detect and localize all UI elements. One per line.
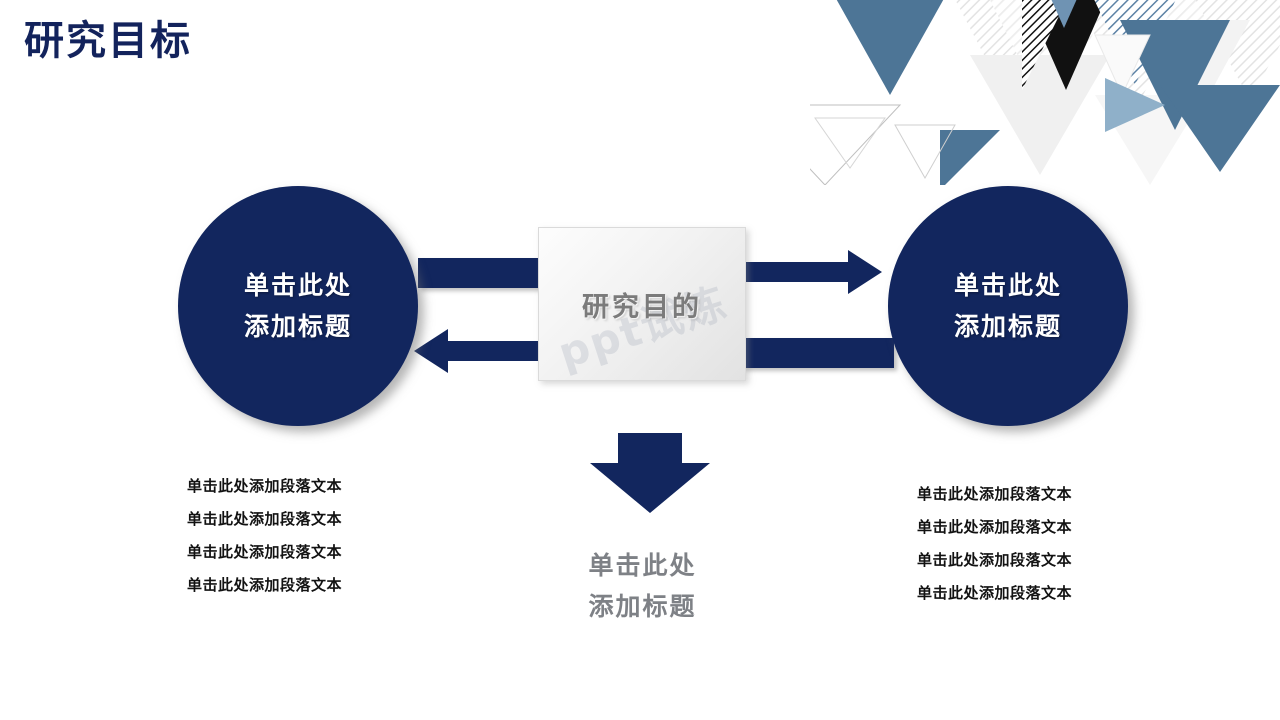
paragraph-line: 单击此处添加段落文本 [187,510,343,528]
paragraph-line: 单击此处添加段落文本 [187,477,343,495]
paragraph-block-right: 单击此处添加段落文本 单击此处添加段落文本 单击此处添加段落文本 单击此处添加段… [917,478,1072,610]
paragraph-line: 单击此处添加段落文本 [917,584,1073,602]
node-circle-right[interactable]: 单击此处 添加标题 [888,186,1128,426]
arrow-down-center [585,433,715,513]
bottom-caption-line-1: 单击此处 [588,551,697,580]
bottom-caption[interactable]: 单击此处 添加标题 [520,545,765,628]
page-title: 研究目标 [24,18,192,64]
bar-right-bottom [742,338,894,368]
arrow-right-top [742,248,882,296]
bar-left-top [418,258,540,288]
paragraph-line: 单击此处添加段落文本 [187,576,343,594]
arrow-left-bottom [414,327,542,375]
center-box[interactable]: ppt试炼 研究目的 [538,227,746,381]
geometric-decoration [810,0,1280,185]
paragraph-line: 单击此处添加段落文本 [917,551,1073,569]
node-right-line-2: 添加标题 [953,312,1062,341]
paragraph-block-left: 单击此处添加段落文本 单击此处添加段落文本 单击此处添加段落文本 单击此处添加段… [187,470,342,602]
paragraph-line: 单击此处添加段落文本 [187,543,343,561]
paragraph-line: 单击此处添加段落文本 [917,485,1073,503]
paragraph-line: 单击此处添加段落文本 [917,518,1073,536]
node-left-line-2: 添加标题 [243,312,352,341]
node-right-line-1: 单击此处 [953,270,1062,300]
node-left-line-1: 单击此处 [243,270,352,300]
center-box-label: 研究目的 [582,291,702,323]
bottom-caption-line-2: 添加标题 [588,592,697,622]
node-circle-left[interactable]: 单击此处 添加标题 [178,186,418,426]
